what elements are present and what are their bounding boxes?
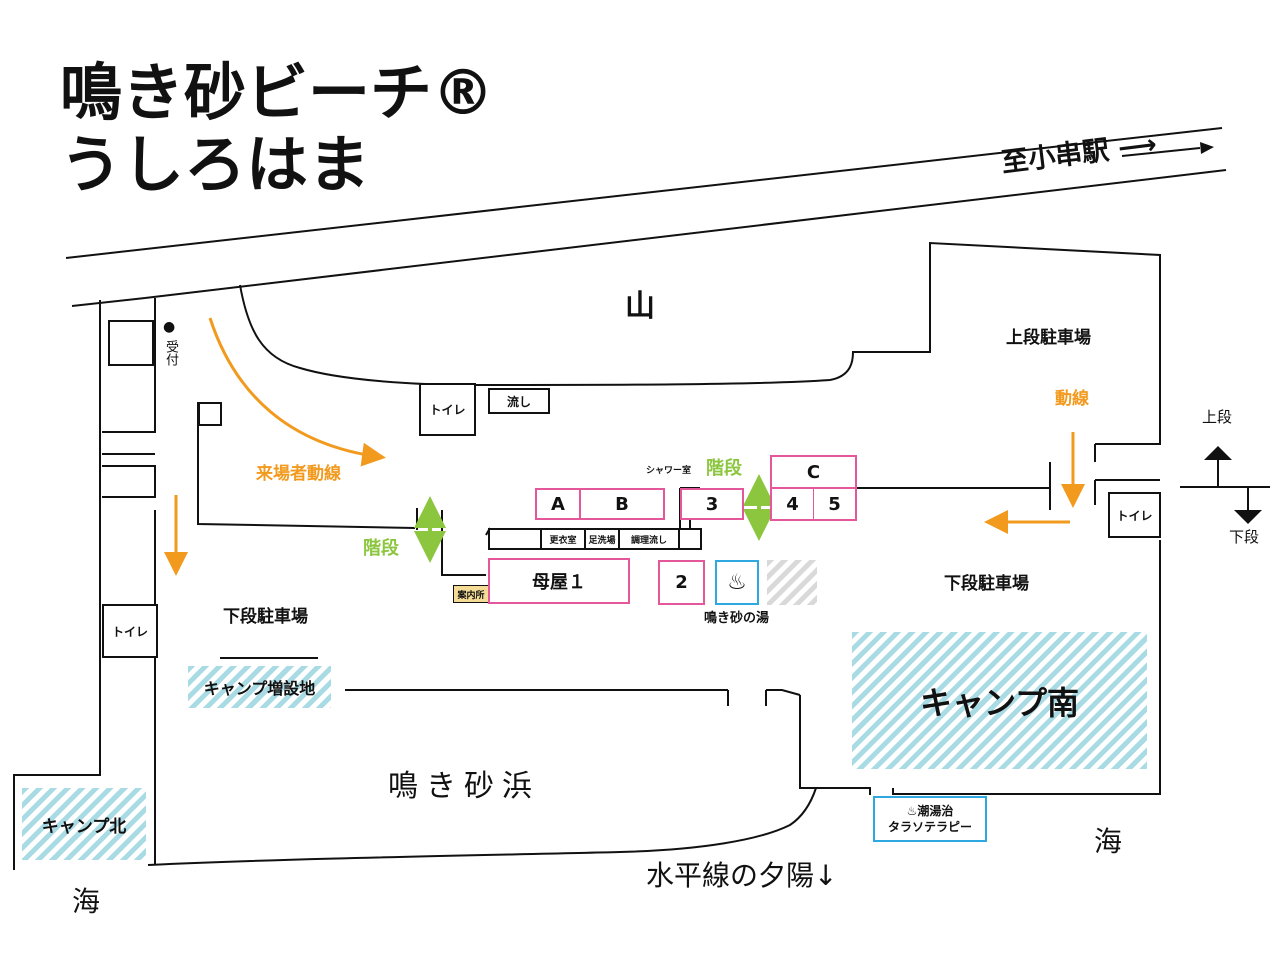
legend-lower-label: 下段 [1229, 528, 1260, 546]
building-a: A [535, 488, 581, 520]
map-title-line1: 鳴き砂ビーチ® [60, 56, 495, 129]
camp-south: キャンプ南 [852, 632, 1147, 769]
reception-label: 受付 [163, 340, 178, 366]
upper-parking-label: 上段駐車場 [1006, 328, 1091, 348]
main-house: 母屋１ [488, 558, 630, 604]
service-strip-left [488, 528, 542, 550]
cooking-sink: 調理流し [618, 528, 680, 550]
camp-north: キャンプ北 [22, 788, 146, 860]
mountain-boundary [239, 241, 1161, 445]
shower-room-label: シャワー室 [646, 466, 692, 476]
flow-label: 動線 [1055, 389, 1089, 409]
road-arrow-head [1200, 142, 1214, 154]
road-lines [65, 127, 1227, 307]
small-booth [198, 402, 222, 426]
changing-room: 更衣室 [540, 528, 586, 550]
hatched-area [767, 560, 817, 605]
sea-left-label: 海 [72, 885, 101, 918]
stairs-left-label: 階段 [363, 538, 399, 559]
visitor-flow-label: 来場者動線 [256, 464, 341, 484]
toilet-top: トイレ [419, 383, 476, 436]
building-5: 5 [813, 487, 857, 521]
thalasso-line2: タラソテラピー [887, 820, 972, 834]
camp-extension: キャンプ増設地 [188, 666, 331, 708]
info-booth: 案内所 [453, 585, 489, 603]
building-3: 3 [680, 488, 744, 520]
stairs-center-label: 階段 [706, 458, 742, 479]
shower-strip-end [678, 528, 702, 550]
sunset-label: 水平線の夕陽↓ [646, 859, 838, 892]
flow-arrows [164, 317, 1085, 576]
building-4: 4 [770, 487, 814, 521]
toilet-right: トイレ [1108, 492, 1161, 538]
arrow-down-icon [1234, 510, 1262, 524]
left-boundaries [13, 298, 156, 870]
building-2: 2 [658, 560, 705, 605]
thalasso-line1: ♨潮湯治 [906, 804, 954, 818]
building-c: C [770, 455, 857, 489]
sea-right-label: 海 [1094, 825, 1123, 858]
beach-label: 鳴き砂浜 [388, 769, 540, 804]
thalasso-box: ♨潮湯治 タラソテラピー [873, 796, 987, 842]
building-b: B [579, 488, 665, 520]
shore-lines [147, 540, 1161, 866]
legend-upper-label: 上段 [1202, 408, 1233, 426]
toilet-left: トイレ [102, 604, 158, 658]
lower-parking-right-label: 下段駐車場 [944, 574, 1029, 594]
arrow-up-icon [1204, 446, 1232, 460]
map-title-line2: うしろはま [60, 128, 371, 201]
mountain-label: 山 [625, 289, 655, 324]
stair-arrows [414, 474, 775, 563]
hot-spring-icon: ♨ [715, 560, 759, 605]
lower-parking-left-label: 下段駐車場 [223, 607, 308, 627]
bullet-icon: ● [163, 319, 176, 335]
reception-booth [108, 320, 154, 366]
sink-top: 流し [488, 388, 550, 414]
foot-wash: 足洗場 [584, 528, 620, 550]
hot-spring-label: 鳴き砂の湯 [704, 611, 770, 626]
